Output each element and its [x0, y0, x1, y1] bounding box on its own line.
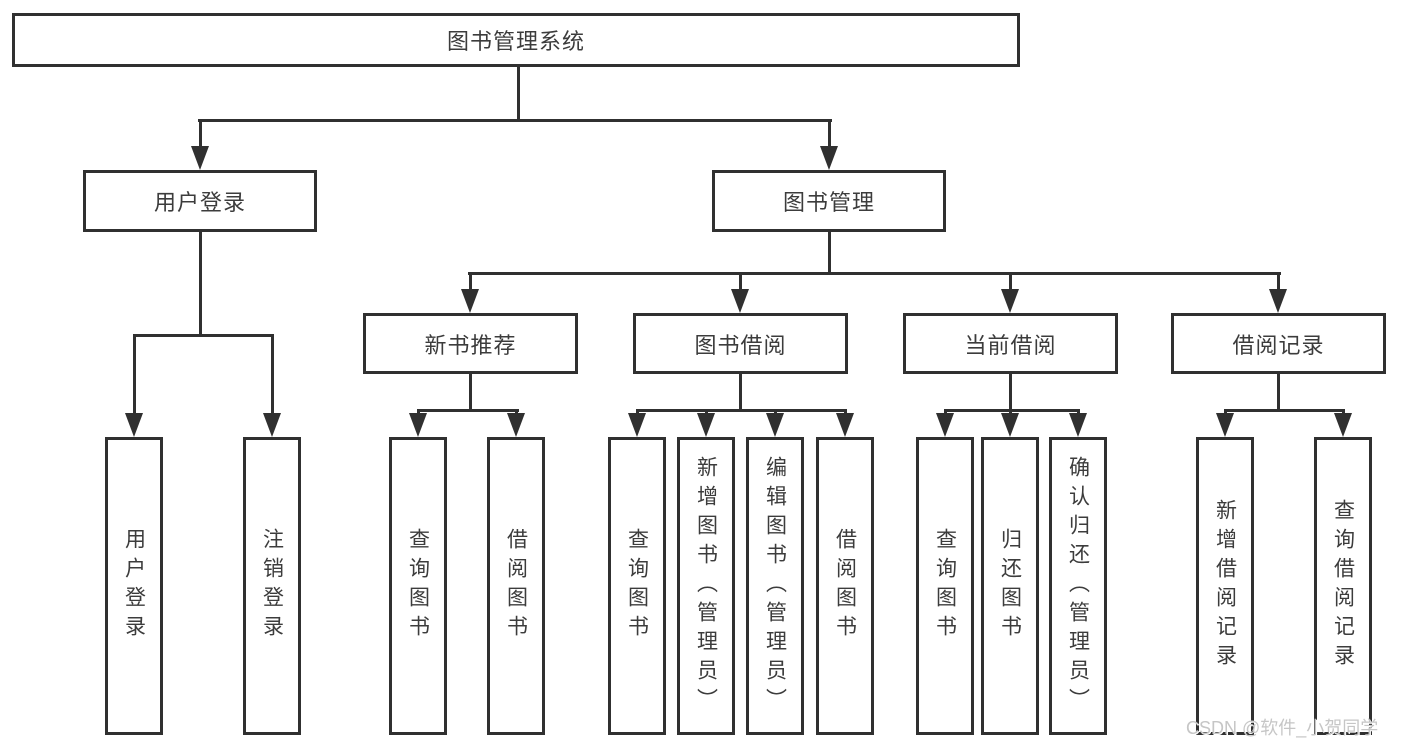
- connector-book-mgmt-trunk: [828, 232, 831, 275]
- node-root: 图书管理系统: [12, 13, 1020, 67]
- arrow-to-current-borrow: [1001, 289, 1019, 313]
- node-new-book-rec-label: 新书推荐: [424, 332, 517, 358]
- connector-stem-current-borrow: [1009, 272, 1012, 294]
- arrow-to-rec-borrow: [507, 413, 525, 437]
- connector-stem-borrow-records: [1277, 272, 1280, 294]
- node-user-login: 用户登录: [83, 170, 317, 232]
- node-current-borrow-label: 当前借阅: [964, 332, 1057, 358]
- node-records-query-record: 查询借阅记录: [1314, 437, 1372, 735]
- arrow-to-borrow-add: [697, 413, 715, 437]
- connector-new-book-rec-hline: [417, 409, 519, 412]
- node-current-return-books: 归还图书: [981, 437, 1039, 735]
- node-rec-borrow-books: 借阅图书: [487, 437, 545, 735]
- node-leaf-user-login: 用户登录: [105, 437, 163, 735]
- arrow-to-user-login: [191, 146, 209, 170]
- node-current-return-books-label: 归还图书: [998, 528, 1022, 644]
- arrow-to-book-mgmt: [820, 146, 838, 170]
- connector-stem-new-book-rec: [469, 272, 472, 294]
- node-rec-borrow-books-label: 借阅图书: [504, 528, 528, 644]
- node-book-mgmt: 图书管理: [712, 170, 946, 232]
- node-borrow-borrow-books: 借阅图书: [816, 437, 874, 735]
- arrow-to-new-book-rec: [461, 289, 479, 313]
- connector-book-borrow-trunk: [739, 374, 742, 411]
- node-records-add-record: 新增借阅记录: [1196, 437, 1254, 735]
- node-book-borrow: 图书借阅: [633, 313, 848, 374]
- node-leaf-logout: 注销登录: [243, 437, 301, 735]
- node-current-confirm-return: 确认归还（管理员）: [1049, 437, 1107, 735]
- node-book-borrow-label: 图书借阅: [694, 332, 787, 358]
- connector-new-book-rec-trunk: [469, 374, 472, 411]
- arrow-to-borrow-borrow: [836, 413, 854, 437]
- node-current-borrow: 当前借阅: [903, 313, 1118, 374]
- node-rec-query-books: 查询图书: [389, 437, 447, 735]
- connector-book-borrow-hline: [636, 409, 847, 412]
- connector-borrow-records-hline: [1224, 409, 1345, 412]
- arrow-to-leaf-user-login: [125, 413, 143, 437]
- arrow-to-current-return: [1001, 413, 1019, 437]
- connector-borrow-records-trunk: [1277, 374, 1280, 411]
- node-user-login-label: 用户登录: [153, 190, 246, 215]
- node-leaf-logout-label: 注销登录: [260, 528, 284, 644]
- connector-stem-book-borrow: [739, 272, 742, 294]
- node-borrow-borrow-books-label: 借阅图书: [833, 528, 857, 644]
- node-current-query-books: 查询图书: [916, 437, 974, 735]
- arrow-to-current-query: [936, 413, 954, 437]
- node-borrow-edit-books-label: 编辑图书（管理员）: [763, 455, 787, 717]
- node-borrow-add-books: 新增图书（管理员）: [677, 437, 735, 735]
- node-records-add-record-label: 新增借阅记录: [1213, 499, 1237, 673]
- arrow-to-rec-query: [409, 413, 427, 437]
- node-borrow-records-label: 借阅记录: [1232, 332, 1325, 358]
- connector-level1-hline: [198, 119, 832, 122]
- node-borrow-query-books-label: 查询图书: [625, 528, 649, 644]
- node-borrow-records: 借阅记录: [1171, 313, 1386, 374]
- arrow-to-current-confirm: [1069, 413, 1087, 437]
- arrow-to-leaf-logout: [263, 413, 281, 437]
- connector-stem-book-mgmt: [828, 119, 831, 149]
- csdn-watermark: CSDN @软件_小贺同学: [1186, 718, 1379, 738]
- node-rec-query-books-label: 查询图书: [406, 528, 430, 644]
- node-borrow-query-books: 查询图书: [608, 437, 666, 735]
- node-current-query-books-label: 查询图书: [933, 528, 957, 644]
- node-new-book-rec: 新书推荐: [363, 313, 578, 374]
- connector-stem-leaf-user-login: [133, 334, 136, 416]
- arrow-to-borrow-query: [628, 413, 646, 437]
- node-leaf-user-login-label: 用户登录: [122, 528, 146, 644]
- arrow-to-records-query: [1334, 413, 1352, 437]
- connector-user-login-hline: [133, 334, 274, 337]
- node-records-query-record-label: 查询借阅记录: [1331, 499, 1355, 673]
- node-borrow-edit-books: 编辑图书（管理员）: [746, 437, 804, 735]
- connector-current-borrow-trunk: [1009, 374, 1012, 411]
- arrow-to-book-borrow: [731, 289, 749, 313]
- node-current-confirm-return-label: 确认归还（管理员）: [1066, 455, 1090, 717]
- connector-stem-user-login: [199, 119, 202, 149]
- arrow-to-borrow-records: [1269, 289, 1287, 313]
- node-book-mgmt-label: 图书管理: [782, 190, 875, 215]
- arrow-to-borrow-edit: [766, 413, 784, 437]
- connector-level3-hline: [468, 272, 1281, 275]
- connector-user-login-trunk: [199, 232, 202, 336]
- connector-stem-leaf-logout: [271, 334, 274, 416]
- connector-current-borrow-hline: [944, 409, 1080, 412]
- node-root-label: 图书管理系统: [446, 29, 585, 54]
- connector-root-trunk: [517, 67, 520, 120]
- node-borrow-add-books-label: 新增图书（管理员）: [694, 455, 718, 717]
- arrow-to-records-add: [1216, 413, 1234, 437]
